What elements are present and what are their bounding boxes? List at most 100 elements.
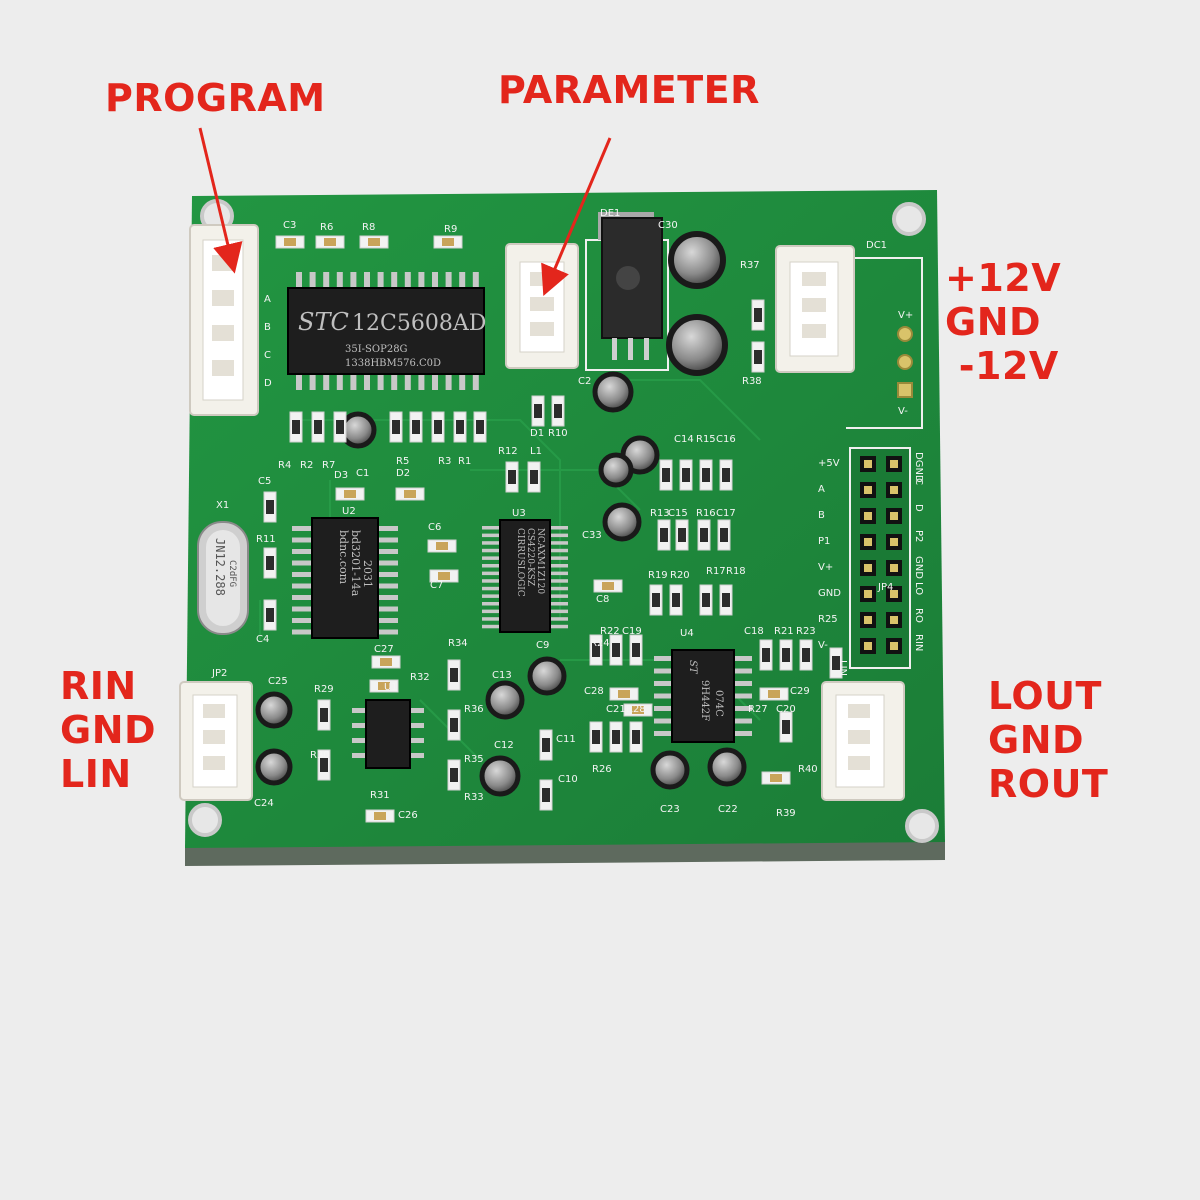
ref-r24: R24 bbox=[590, 638, 610, 649]
ref-d3: D3 bbox=[334, 470, 348, 481]
ref-r3: R3 bbox=[438, 456, 451, 467]
header-left-3: P1 bbox=[818, 536, 830, 547]
u1-chip bbox=[352, 699, 424, 769]
ref-l1: L1 bbox=[530, 446, 542, 457]
ref-r8: R8 bbox=[362, 222, 375, 233]
header-left-6: R25 bbox=[818, 614, 838, 625]
ref-r35: R35 bbox=[464, 754, 484, 765]
ref-r34: R34 bbox=[448, 638, 468, 649]
ref-r6: R6 bbox=[320, 222, 333, 233]
u3-line3: NCAXM1Z120 bbox=[535, 528, 545, 594]
ref-r10: R10 bbox=[548, 428, 568, 439]
u2-chip: bdnc.com bd3201-14a 2031 bbox=[292, 517, 398, 639]
ref-c33: C33 bbox=[582, 530, 602, 541]
ref-c29: C29 bbox=[790, 686, 810, 697]
header-left-5: GND bbox=[818, 588, 841, 599]
power-pads bbox=[897, 326, 913, 398]
program-callout: PROGRAM bbox=[105, 76, 326, 120]
ref-r39: R39 bbox=[776, 808, 796, 819]
ref-c28: C28 bbox=[584, 686, 604, 697]
ref-r31: R31 bbox=[370, 790, 390, 801]
header-right-4: GND bbox=[913, 556, 924, 579]
header-left-4: V+ bbox=[818, 562, 833, 573]
ref-r26: R26 bbox=[592, 764, 612, 775]
power-pin-vminus: V- bbox=[898, 406, 908, 417]
ref-r21: R21 bbox=[774, 626, 794, 637]
output-connector bbox=[821, 681, 905, 801]
ref-r37: R37 bbox=[740, 260, 760, 271]
u3-chip: CIRRUSLOGIC CS4220-KSZ NCAXM1Z120 bbox=[482, 519, 568, 633]
header-right-2: D bbox=[913, 504, 924, 512]
u4-brand: ST bbox=[687, 660, 698, 675]
ref-r30: R30 bbox=[310, 750, 330, 761]
parameter-arrow bbox=[541, 137, 612, 297]
mcu-brand: STC bbox=[298, 308, 349, 336]
input-connector bbox=[179, 681, 253, 801]
ref-r19: R19 bbox=[648, 570, 668, 581]
smd-components bbox=[263, 235, 843, 823]
header-bottom: LIN bbox=[837, 660, 848, 676]
ref-r17: R17 bbox=[706, 566, 726, 577]
power-connector bbox=[775, 245, 855, 373]
prog-pin-d: D bbox=[264, 378, 272, 389]
power-callout: +12V GND -12V bbox=[945, 256, 1062, 388]
ref-c9: C9 bbox=[536, 640, 549, 651]
ref-r22: R22 bbox=[600, 626, 620, 637]
u4-line1: 9H442F bbox=[699, 680, 710, 721]
ref-c26: C26 bbox=[398, 810, 418, 821]
ref-d1: D1 bbox=[530, 428, 544, 439]
header-left-2: B bbox=[818, 510, 825, 521]
header-right-0: DGND bbox=[913, 452, 924, 483]
u2-line3: 2031 bbox=[361, 560, 374, 588]
ref-c30: C30 bbox=[658, 220, 678, 231]
ref-r40: R40 bbox=[798, 764, 818, 775]
ref-c18: C18 bbox=[744, 626, 764, 637]
ref-x1: X1 bbox=[216, 500, 229, 511]
ref-c4: C4 bbox=[256, 634, 269, 645]
ref-jp4: JP4 bbox=[877, 582, 893, 593]
ref-c1: C1 bbox=[356, 468, 369, 479]
power-pin-vplus: V+ bbox=[898, 310, 913, 321]
ref-r7: R7 bbox=[322, 460, 335, 471]
ref-c27: C27 bbox=[374, 644, 394, 655]
prog-pin-c: C bbox=[264, 350, 271, 361]
ref-c5: C5 bbox=[258, 476, 271, 487]
ref-r2: R2 bbox=[300, 460, 313, 471]
stc-microcontroller: STC 12C5608AD 35I-SOP28G 1338HBM576.C0D bbox=[287, 272, 486, 390]
mcu-line2: 35I-SOP28G bbox=[345, 344, 408, 355]
voltage-regulator bbox=[598, 212, 663, 360]
ref-r11: R11 bbox=[256, 534, 276, 545]
header-left-0: +5V bbox=[818, 458, 840, 469]
ref-r23: R23 bbox=[796, 626, 816, 637]
program-connector bbox=[189, 224, 259, 416]
header-right-7: RIN bbox=[913, 634, 924, 651]
header-right-3: P2 bbox=[913, 530, 924, 542]
ref-u2: U2 bbox=[342, 506, 356, 517]
ref-r38: R38 bbox=[742, 376, 762, 387]
u3-line2: CS4220-KSZ bbox=[525, 528, 535, 586]
ref-c2: C2 bbox=[578, 376, 591, 387]
program-arrow bbox=[198, 127, 243, 274]
ref-c14: C14 bbox=[674, 434, 694, 445]
ref-c20: C20 bbox=[776, 704, 796, 715]
ref-d2: D2 bbox=[396, 468, 410, 479]
ref-r13: R13 bbox=[650, 508, 670, 519]
ref-u4: U4 bbox=[680, 628, 694, 639]
header-left-1: A bbox=[818, 484, 825, 495]
ref-c11: C11 bbox=[556, 734, 576, 745]
ref-r4: R4 bbox=[278, 460, 291, 471]
prog-pin-b: B bbox=[264, 322, 271, 333]
ref-c13: C13 bbox=[492, 670, 512, 681]
ref-c23: C23 bbox=[660, 804, 680, 815]
parameter-callout: PARAMETER bbox=[498, 68, 760, 112]
header-right-1: C bbox=[913, 478, 924, 485]
u2-line1: bdnc.com bbox=[337, 530, 350, 585]
ref-c8: C8 bbox=[596, 594, 609, 605]
ref-r1: R1 bbox=[458, 456, 471, 467]
ref-c16: C16 bbox=[716, 434, 736, 445]
ref-u1: U1 bbox=[384, 682, 398, 693]
u4-line2: 074C bbox=[713, 690, 724, 717]
ref-r9: R9 bbox=[444, 224, 457, 235]
ref-c25: C25 bbox=[268, 676, 288, 687]
